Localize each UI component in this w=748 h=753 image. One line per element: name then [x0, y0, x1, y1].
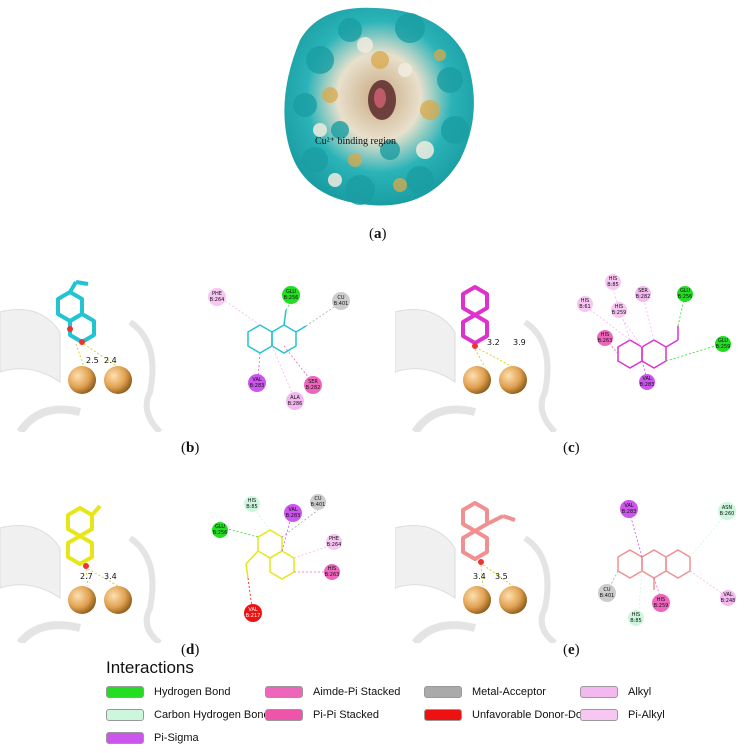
caption-d: (d) [181, 642, 200, 658]
residue-node: HIS B:259 [611, 302, 627, 318]
binding-site-3d-b: 2.5 2.4 [0, 262, 180, 432]
residue-node: HIS B:85 [628, 610, 644, 626]
distance-label: 2.5 [86, 356, 99, 365]
binding-site-3d-image-d [0, 504, 162, 643]
residue-node: SER B:282 [635, 286, 651, 302]
legend-item: Unfavorable Donor-Donor [424, 709, 598, 721]
residue-node: CU B:401 [310, 494, 326, 510]
distance-label: 3.2 [487, 338, 500, 347]
copper-ion-icon [499, 366, 527, 394]
residue-node: PHE B:264 [326, 534, 342, 550]
legend-item: Pi-Alkyl [580, 709, 665, 721]
legend-item: Alkyl [580, 686, 651, 698]
binding-site-3d-image-e [395, 501, 557, 643]
caption-a: (a) [369, 226, 387, 242]
residue-node: CU B:401 [598, 584, 616, 602]
copper-ion-icon [104, 366, 132, 394]
residue-node: GLU B:256 [212, 522, 228, 538]
binding-site-3d-image-c [395, 285, 558, 432]
residue-node: ALA B:286 [286, 392, 304, 410]
protein-surface-panel: Cu²⁺ binding region [260, 0, 490, 215]
interaction-2d-image-d [223, 509, 333, 609]
residue-node: GLU B:259 [715, 336, 731, 352]
binding-region-label: Cu²⁺ binding region [315, 136, 397, 147]
copper-ion-icon [463, 366, 491, 394]
legend-item: Pi-Pi Stacked [265, 709, 379, 721]
residue-node: VAL B:283 [284, 504, 302, 522]
copper-ion-icon [68, 586, 96, 614]
residue-node: HIS B:85 [605, 274, 621, 290]
alkyl-swatch [580, 686, 618, 698]
residue-node: HIS B:259 [652, 594, 670, 612]
residue-node: HIS B:263 [597, 330, 613, 346]
unfavorable-donor-donor-swatch [424, 709, 462, 721]
caption-b: (b) [181, 440, 200, 456]
binding-site-3d-c: 3.2 3.9 [395, 262, 575, 432]
binding-site-3d-image-b [0, 280, 163, 432]
legend-item: Aimde-Pi Stacked [265, 686, 400, 698]
copper-ion-icon [499, 586, 527, 614]
interaction-2d-image-b [217, 295, 341, 403]
residue-node: ASN B:260 [718, 502, 736, 520]
distance-label: 2.4 [104, 356, 117, 365]
distance-label: 3.4 [473, 572, 486, 581]
pi-pi-stacked-swatch [265, 709, 303, 721]
copper-ion-icon [68, 366, 96, 394]
carbon-hydrogen-bond-swatch [106, 709, 144, 721]
binding-site-3d-e: 3.4 3.5 [395, 478, 575, 643]
residue-node: SER B:282 [304, 376, 322, 394]
interaction-2d-e: VAL B:283 ASN B:260 CU B:401 HIS B:259 H… [590, 490, 748, 630]
distance-label: 3.5 [495, 572, 508, 581]
residue-node: VAL B:283 [248, 374, 266, 392]
legend-item: Carbon Hydrogen Bond [106, 709, 270, 721]
binding-site-3d-d: 2.7 3.4 [0, 478, 180, 643]
residue-node: HIS B:263 [324, 564, 340, 580]
residue-node: VAL B:217 [244, 604, 262, 622]
distance-label: 3.4 [104, 572, 117, 581]
caption-e: (e) [563, 642, 580, 658]
legend-item: Metal-Acceptor [424, 686, 546, 698]
residue-node: VAL B:283 [620, 500, 638, 518]
pi-alkyl-swatch [580, 709, 618, 721]
metal-acceptor-swatch [424, 686, 462, 698]
legend-title: Interactions [106, 658, 194, 677]
amide-pi-stacked-swatch [265, 686, 303, 698]
interaction-2d-image-c [584, 289, 716, 379]
residue-node: GLU B:256 [282, 286, 300, 304]
hydrogen-bond-swatch [106, 686, 144, 698]
residue-node: HIS B:61 [577, 296, 593, 312]
residue-node: VAL B:283 [639, 374, 655, 390]
copper-ion-icon [463, 586, 491, 614]
residue-node: GLU B:256 [677, 286, 693, 302]
protein-surface-image [284, 7, 474, 206]
residue-node: HIS B:85 [244, 496, 260, 512]
residue-node: CU B:401 [332, 292, 350, 310]
distance-label: 3.9 [513, 338, 526, 347]
residue-node: VAL B:248 [720, 590, 736, 606]
residue-node: PHE B:264 [208, 288, 226, 306]
pi-sigma-swatch [106, 732, 144, 744]
interaction-2d-b: PHE B:264 GLU B:256 CU B:401 VAL B:283 S… [200, 280, 360, 410]
interaction-2d-c: HIS B:85 HIS B:61 HIS B:259 SER B:282 GL… [575, 270, 745, 400]
copper-ion-icon [104, 586, 132, 614]
distance-label: 2.7 [80, 572, 93, 581]
legend-item: Pi-Sigma [106, 732, 199, 744]
legend-item: Hydrogen Bond [106, 686, 230, 698]
caption-c: (c) [563, 440, 580, 456]
interaction-2d-d: HIS B:85 CU B:401 GLU B:256 VAL B:283 PH… [200, 490, 360, 630]
